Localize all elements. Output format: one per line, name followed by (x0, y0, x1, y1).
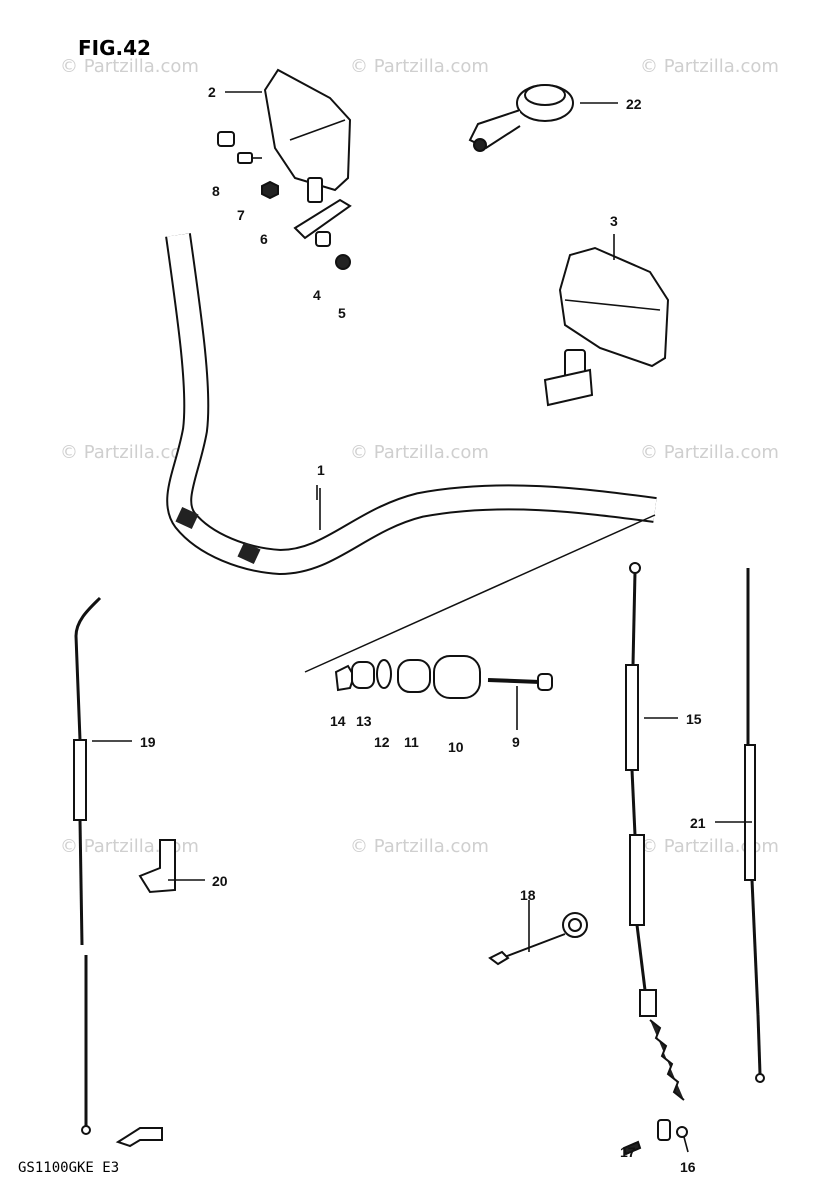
watermark-text: © Partzilla.com (350, 56, 489, 77)
left-cable (73, 596, 102, 1135)
cable-hardware (622, 1126, 689, 1156)
mirror-clamp (468, 84, 574, 152)
callout-1: 1 (317, 462, 325, 478)
callout-16: 16 (680, 1159, 696, 1175)
watermarks: © Partzilla.com © Partzilla.com © Partzi… (60, 56, 779, 857)
handlebar (165, 233, 657, 576)
center-cable (625, 562, 685, 1141)
bar-end-assembly (334, 655, 553, 699)
right-cable (744, 568, 765, 1083)
watermark-text: © Partzilla.com (640, 836, 779, 857)
callout-8: 8 (212, 183, 220, 199)
callout-2: 2 (208, 84, 216, 100)
cable-bracket (138, 839, 176, 894)
right-mirror (543, 246, 670, 407)
left-mirror (263, 68, 352, 240)
front-arrow-icon (115, 1127, 163, 1148)
callout-3: 3 (610, 213, 618, 229)
leader-lines (92, 91, 752, 952)
callout-17: 17 (620, 1144, 636, 1160)
watermark-text: © Partzilla.com (350, 836, 489, 857)
callout-4: 4 (313, 287, 321, 303)
callout-7: 7 (237, 207, 245, 223)
watermark-text: © Partzilla.com (350, 442, 489, 463)
callout-12: 12 (374, 734, 390, 750)
callout-18: 18 (520, 887, 536, 903)
callout-11: 11 (404, 734, 419, 750)
watermark-text: © Partzilla.com (60, 442, 199, 463)
callout-labels: 1 2 3 4 5 6 7 8 9 10 11 12 13 14 15 16 1… (140, 84, 706, 1175)
watermark-text: © Partzilla.com (60, 56, 199, 77)
callout-10: 10 (448, 739, 464, 755)
callout-22: 22 (626, 96, 642, 112)
callout-20: 20 (212, 873, 228, 889)
model-code: GS1100GKE E3 (18, 1160, 119, 1176)
callout-15: 15 (686, 711, 702, 727)
mirror-hardware (217, 131, 351, 270)
watermark-text: © Partzilla.com (640, 56, 779, 77)
callout-5: 5 (338, 305, 346, 321)
watermark-text: © Partzilla.com (640, 442, 779, 463)
figure-title: FIG.42 (78, 36, 151, 60)
callout-19: 19 (140, 734, 156, 750)
callout-21: 21 (690, 815, 706, 831)
callout-6: 6 (260, 231, 268, 247)
cable-clip (488, 912, 588, 966)
callout-9: 9 (512, 734, 520, 750)
callout-13: 13 (356, 713, 372, 729)
callout-14: 14 (330, 713, 346, 729)
